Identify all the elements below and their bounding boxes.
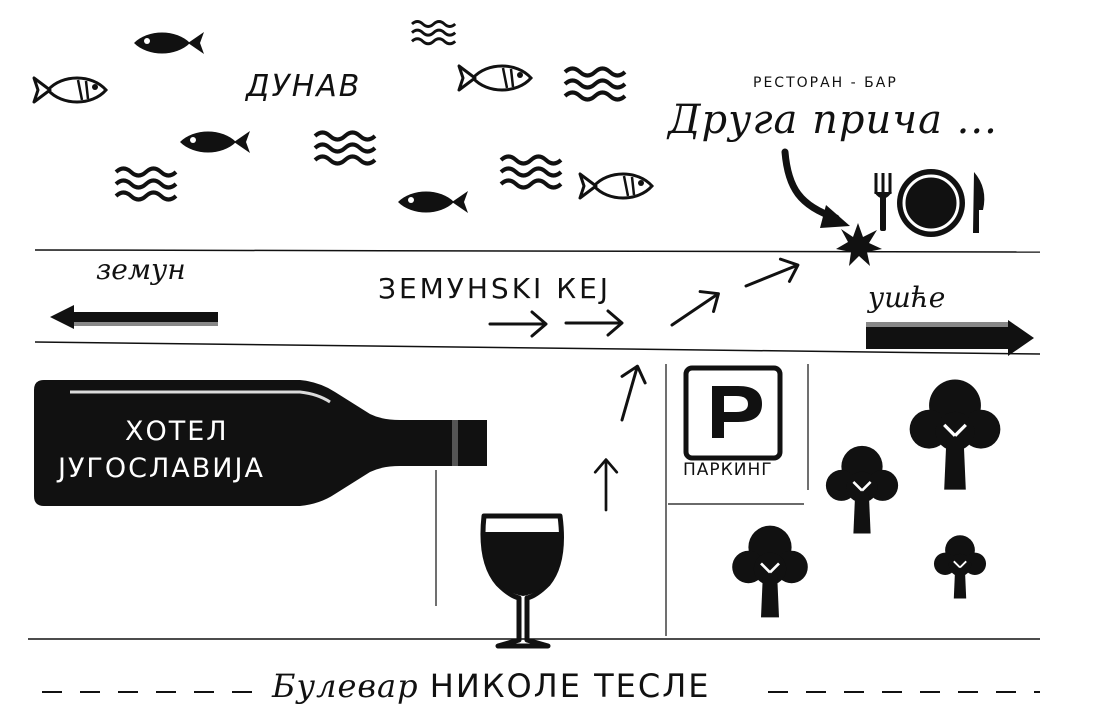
arrow-icon	[488, 310, 548, 338]
arrow-icon	[564, 309, 624, 337]
direction-left-label: земун	[96, 253, 186, 286]
street-name: ЗЕМУНSKI КЕЈ	[378, 272, 612, 305]
waves-icon	[313, 130, 377, 166]
boulevard-label: Булевар НИКОЛЕ ТЕСЛЕ	[272, 670, 711, 702]
arrow-right-icon	[866, 320, 1034, 356]
arrow-left-icon	[50, 305, 218, 329]
arrow-icon	[663, 282, 727, 337]
waves-icon	[563, 66, 627, 102]
restaurant-type: РЕСТОРАН - БАР	[753, 75, 898, 91]
tree-icon	[730, 524, 810, 619]
plate-fork-knife-icon	[874, 169, 985, 237]
direction-right-label: ушће	[868, 281, 946, 314]
fish-icon	[457, 64, 533, 92]
fish-icon	[180, 131, 250, 153]
river-name: ДУНАВ	[246, 69, 362, 104]
tree-icon	[908, 377, 1002, 492]
wine-bottle-icon	[34, 380, 487, 506]
fish-icon	[134, 32, 204, 54]
street-edge-top	[34, 249, 1041, 253]
parking-sign	[683, 365, 783, 461]
wine-glass-icon	[480, 513, 564, 649]
waves-icon	[410, 20, 457, 46]
location-pointer	[781, 148, 850, 228]
boulevard-name: НИКОЛЕ ТЕСЛЕ	[429, 667, 711, 705]
fish-icon	[398, 191, 468, 213]
boulevard-prefix: Булевар	[272, 667, 419, 705]
hotel-name-line2: ЈУГОСЛАВИЈА	[58, 453, 265, 484]
location-star-icon	[836, 223, 882, 266]
fish-icon	[578, 172, 654, 200]
street-edge-bottom	[34, 341, 1041, 355]
waves-icon	[499, 154, 563, 190]
arrow-icon	[593, 458, 619, 512]
tree-icon	[824, 444, 900, 535]
arrow-icon	[740, 252, 804, 299]
hotel-name-line1: ХОТЕЛ	[125, 416, 229, 447]
river-decoration	[32, 20, 654, 213]
tree-icon	[933, 534, 987, 600]
waves-icon	[114, 166, 178, 202]
arrow-icon	[608, 361, 651, 425]
parking-label: ПАРКИНГ	[683, 460, 773, 480]
restaurant-name: Друга прича ...	[668, 97, 998, 143]
fish-icon	[32, 76, 108, 104]
